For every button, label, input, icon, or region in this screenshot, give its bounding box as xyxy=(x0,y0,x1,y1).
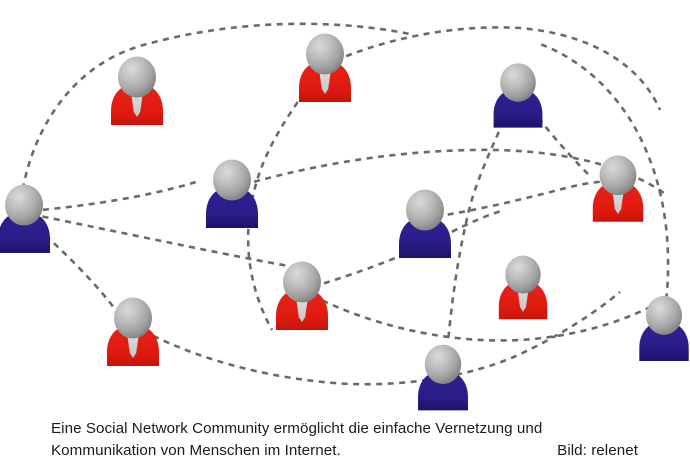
connection-edge xyxy=(301,288,664,342)
person-body xyxy=(206,186,258,228)
person-head xyxy=(306,33,344,75)
community-member-navy-3 xyxy=(0,184,50,253)
person-head xyxy=(505,255,541,294)
connection-edge xyxy=(132,291,621,386)
caption-line-2-text: Kommunikation von Menschen im Internet. xyxy=(51,441,341,459)
community-member-navy-5 xyxy=(639,295,689,361)
community-member-navy-4 xyxy=(399,189,451,258)
person-head xyxy=(500,63,536,102)
person-body xyxy=(639,321,689,361)
connection-edge xyxy=(424,180,621,220)
community-member-red-4 xyxy=(276,261,328,330)
person-body xyxy=(493,88,543,128)
connection-edge xyxy=(19,180,197,214)
person-body xyxy=(418,370,468,411)
community-member-navy-1 xyxy=(493,63,543,128)
community-member-red-1 xyxy=(111,56,163,125)
person-head xyxy=(283,261,321,303)
caption-line-2-row: Kommunikation von Menschen im Internet. … xyxy=(51,440,638,462)
person-head xyxy=(114,297,152,339)
connection-edge xyxy=(246,64,327,331)
community-member-navy-2 xyxy=(206,159,258,228)
person-head xyxy=(599,155,637,196)
person-head xyxy=(213,159,251,201)
person-head xyxy=(645,295,683,335)
community-member-red-5 xyxy=(498,255,548,320)
person-node-layer xyxy=(0,33,689,411)
community-member-red-2 xyxy=(299,33,351,102)
person-body xyxy=(399,216,451,258)
person-body xyxy=(0,211,50,253)
person-head xyxy=(118,56,156,98)
caption-line-1: Eine Social Network Community ermöglicht… xyxy=(51,420,543,437)
person-head xyxy=(406,189,444,231)
caption-image-credit: Bild: relenet xyxy=(557,441,638,459)
connection-edge xyxy=(539,42,670,323)
connection-edge xyxy=(19,211,122,317)
community-member-red-6 xyxy=(107,297,159,366)
connection-edge xyxy=(324,26,662,111)
connection-edge xyxy=(301,208,506,292)
community-member-red-3 xyxy=(592,155,644,222)
person-head xyxy=(424,344,462,384)
network-graph-canvas xyxy=(0,22,689,411)
connection-edge xyxy=(19,210,301,270)
figure-caption: Eine Social Network Community ermöglicht… xyxy=(0,418,690,475)
community-member-navy-6 xyxy=(418,344,468,411)
person-head xyxy=(5,184,43,226)
